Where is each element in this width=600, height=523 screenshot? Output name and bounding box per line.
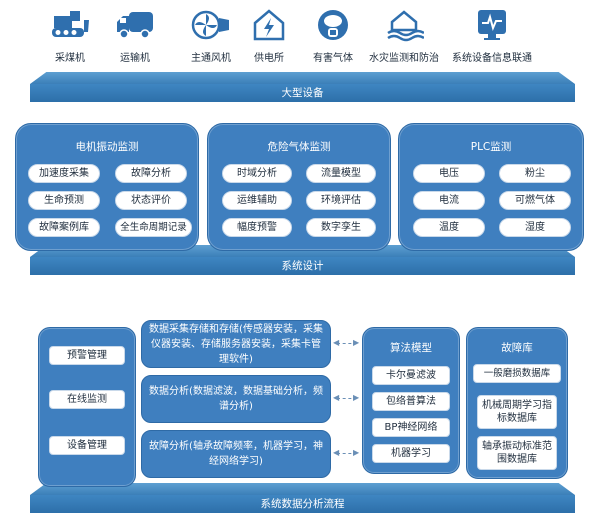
pill-item: 机械周期学习指标数据库 (477, 395, 557, 429)
equipment-flood-monitoring: 水灾监测和防治 (364, 8, 444, 64)
pill-item: BP神经网络 (372, 418, 450, 437)
arrow-left-icon: ◀ (333, 448, 340, 457)
pill-item: 卡尔曼滤波 (372, 366, 450, 385)
power-house-icon (253, 9, 285, 41)
equipment-label: 主通风机 (191, 53, 231, 64)
platform-top-1 (30, 72, 575, 84)
panel-algorithm-model: 算法模型 卡尔曼滤波 包络普算法 BP神经网络 机器学习 (362, 327, 460, 474)
arrow-left-icon: ◀ (333, 393, 340, 402)
panel-title: PLC监测 (470, 141, 512, 153)
bar-system-design: 系统设计 (30, 257, 575, 275)
step-data-analysis: 数据分析(数据滤波，数据基础分析，频谱分析) (141, 375, 331, 423)
pill-item: 温度 (413, 218, 485, 237)
pill-item: 生命预测 (28, 191, 100, 210)
equipment-main-fan: 主通风机 (171, 8, 251, 64)
panel-title: 电机振动监测 (75, 141, 139, 153)
pill-item: 湿度 (499, 218, 571, 237)
monitor-icon (478, 10, 506, 40)
arrow-right-icon: ▶ (353, 393, 360, 402)
pill-item: 预警管理 (49, 346, 125, 365)
step-text: 故障分析(轴承故障频率，机器学习，神经网络学习) (149, 441, 323, 467)
pill-item: 可燃气体 (499, 191, 571, 210)
step-text: 数据采集存储和存储(传感器安装，采集仪器安装、存储服务器安装，采集卡管理软件) (149, 323, 323, 365)
pill-item: 时域分析 (222, 164, 292, 183)
equipment-label: 供电所 (254, 53, 284, 64)
pill-item: 加速度采集 (28, 164, 100, 183)
bar-label: 系统数据分析流程 (260, 498, 345, 510)
pill-item: 粉尘 (499, 164, 571, 183)
pill-item: 机器学习 (372, 444, 450, 463)
panel-management: 预警管理 在线监测 设备管理 (38, 327, 136, 487)
pill-item: 故障案例库 (28, 218, 100, 237)
pill-item: 设备管理 (49, 436, 125, 455)
fan-icon (191, 10, 229, 40)
equipment-label: 有害气体 (313, 53, 353, 64)
equipment-label: 采煤机 (55, 53, 85, 64)
panel-title: 故障库 (501, 342, 533, 354)
pill-item: 环境评估 (306, 191, 376, 210)
gas-mask-icon (318, 10, 348, 40)
flood-house-icon (387, 10, 424, 42)
pill-item: 电压 (413, 164, 485, 183)
pill-item: 幅度预警 (222, 218, 292, 237)
panel-title: 算法模型 (390, 342, 432, 354)
platform-top-3 (30, 483, 575, 495)
equipment-info-link: 系统设备信息联通 (452, 8, 532, 64)
pill-item: 状态评价 (115, 191, 187, 210)
pill-item: 运维辅助 (222, 191, 292, 210)
arrow-right-icon: ▶ (353, 338, 360, 347)
pill-item: 包络普算法 (372, 392, 450, 411)
pill-item: 电流 (413, 191, 485, 210)
step-data-collection: 数据采集存储和存储(传感器安装，采集仪器安装、存储服务器安装，采集卡管理软件) (141, 320, 331, 368)
equipment-label: 水灾监测和防治 (369, 53, 439, 64)
panel-fault-database: 故障库 一般磨损数据库 机械周期学习指标数据库 轴承振动标准范围数据库 (466, 327, 568, 479)
bulldozer-icon (52, 11, 89, 37)
connector-line (337, 398, 357, 399)
step-fault-analysis: 故障分析(轴承故障频率，机器学习，神经网络学习) (141, 430, 331, 478)
panel-motor-vibration: 电机振动监测 加速度采集 故障分析 生命预测 状态评价 故障案例库 全生命周期记… (15, 123, 199, 251)
equipment-harmful-gas: 有害气体 (293, 8, 373, 64)
step-text: 数据分析(数据滤波，数据基础分析，频谱分析) (149, 386, 323, 412)
transport-truck-icon (117, 12, 153, 39)
pill-item: 数字孪生 (306, 218, 376, 237)
pill-item: 故障分析 (115, 164, 187, 183)
pill-item: 全生命周期记录 (115, 218, 192, 237)
equipment-conveyor: 运输机 (95, 8, 175, 64)
arrow-right-icon: ▶ (353, 448, 360, 457)
panel-title: 危险气体监测 (267, 141, 331, 153)
equipment-label: 系统设备信息联通 (452, 53, 532, 64)
bar-analysis-flow: 系统数据分析流程 (30, 495, 575, 513)
pill-item: 流量模型 (306, 164, 376, 183)
equipment-row: 采煤机 运输机 主通风机 供电所 有 (38, 8, 568, 74)
bar-label: 系统设计 (281, 260, 324, 272)
bar-label: 大型设备 (281, 87, 324, 99)
equipment-power-station: 供电所 (229, 8, 309, 64)
panel-hazardous-gas: 危险气体监测 时域分析 流量模型 运维辅助 环境评估 幅度预警 数字孪生 (207, 123, 391, 251)
pill-item: 在线监测 (49, 390, 125, 409)
connector-line (337, 453, 357, 454)
arrow-left-icon: ◀ (333, 338, 340, 347)
pill-item: 轴承振动标准范围数据库 (477, 436, 557, 470)
panel-plc: PLC监测 电压 粉尘 电流 可燃气体 温度 湿度 (398, 123, 584, 251)
equipment-label: 运输机 (120, 53, 150, 64)
equipment-shearer: 采煤机 (30, 8, 110, 64)
connector-line (337, 343, 357, 344)
bar-large-equipment: 大型设备 (30, 84, 575, 102)
pill-item: 一般磨损数据库 (473, 364, 561, 383)
